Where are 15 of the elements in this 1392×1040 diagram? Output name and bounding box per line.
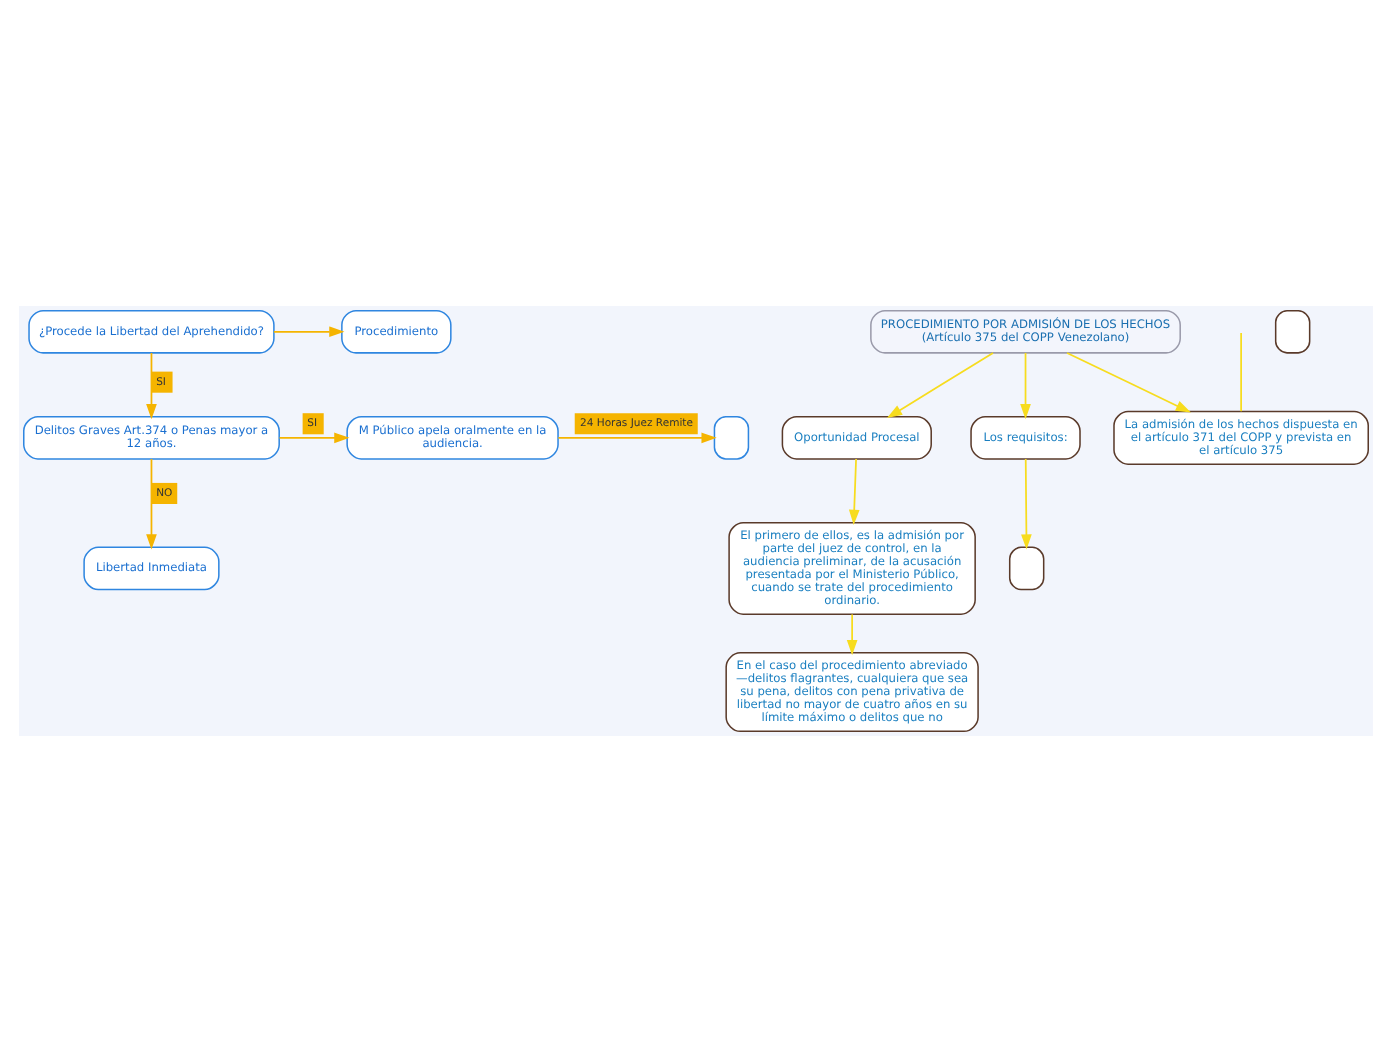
node-box <box>1274 308 1311 353</box>
arrow <box>886 351 994 418</box>
arrow <box>1066 351 1191 412</box>
arrow <box>557 431 717 443</box>
arrow <box>1021 457 1032 549</box>
arrow <box>1020 351 1031 419</box>
arrow <box>278 431 350 443</box>
arrow <box>846 612 858 655</box>
arrow <box>848 457 860 525</box>
connector <box>1240 331 1242 412</box>
arrow <box>146 351 157 419</box>
arrow <box>273 325 345 337</box>
node-box <box>1008 545 1045 590</box>
node-box <box>713 414 750 459</box>
arrow <box>146 457 157 549</box>
